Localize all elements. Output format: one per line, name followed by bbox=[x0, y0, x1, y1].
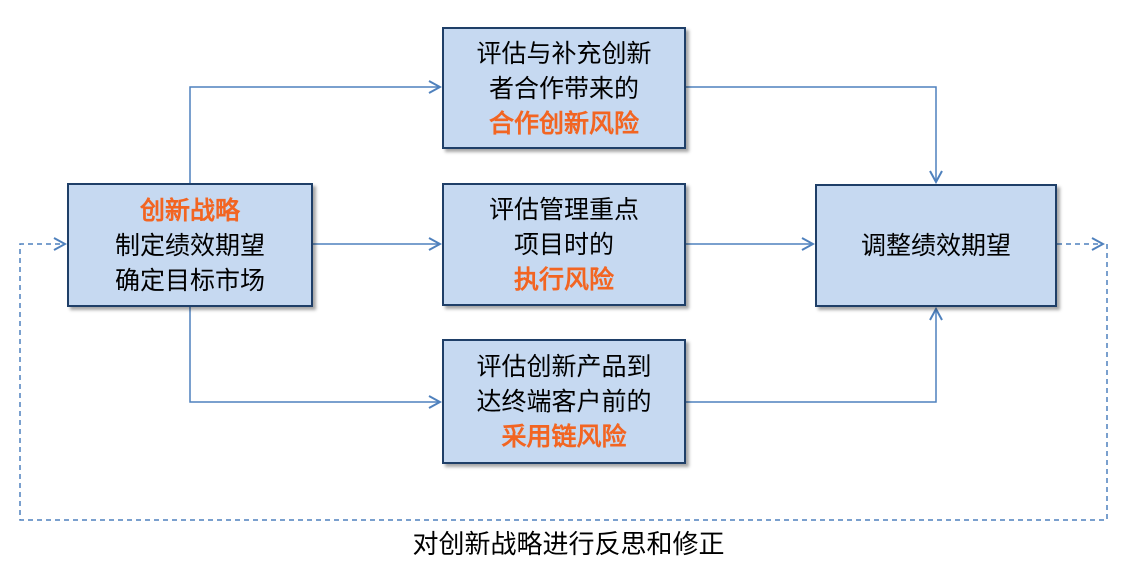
cooperation-risk-box: 评估与补充创新 者合作带来的 合作创新风险 bbox=[442, 27, 686, 149]
feedback-loop-label: 对创新战略进行反思和修正 bbox=[412, 530, 725, 560]
arrow-adopt-to-adjust bbox=[686, 309, 936, 403]
adoption-chain-risk-box: 评估创新产品到 达终端客户前的 采用链风险 bbox=[442, 339, 686, 464]
coop-risk-label: 合作创新风险 bbox=[488, 108, 639, 138]
coop-line-2: 者合作带来的 bbox=[488, 73, 639, 103]
exec-line-1: 评估管理重点 bbox=[488, 195, 639, 224]
adopt-line-1: 评估创新产品到 bbox=[476, 352, 652, 381]
arrow-strategy-to-coop bbox=[189, 87, 440, 183]
exec-risk-label: 执行风险 bbox=[513, 265, 614, 294]
innovation-strategy-box: 创新战略 制定绩效期望 确定目标市场 bbox=[67, 183, 313, 307]
execution-risk-box: 评估管理重点 项目时的 执行风险 bbox=[442, 183, 686, 306]
strategy-line-performance: 制定绩效期望 bbox=[114, 230, 265, 260]
adopt-risk-label: 采用链风险 bbox=[501, 422, 627, 451]
adjust-line-1: 调整绩效期望 bbox=[860, 231, 1011, 260]
adjust-performance-box: 调整绩效期望 bbox=[815, 184, 1057, 307]
adopt-line-2: 达终端客户前的 bbox=[476, 387, 652, 416]
strategy-line-market: 确定目标市场 bbox=[114, 265, 265, 295]
arrow-strategy-to-adopt bbox=[189, 307, 440, 402]
strategy-title: 创新战略 bbox=[139, 195, 240, 225]
arrow-coop-to-adjust bbox=[686, 86, 936, 182]
coop-line-1: 评估与补充创新 bbox=[476, 38, 652, 68]
arrow-feedback-loop bbox=[19, 244, 1108, 521]
exec-line-2: 项目时的 bbox=[513, 230, 614, 259]
